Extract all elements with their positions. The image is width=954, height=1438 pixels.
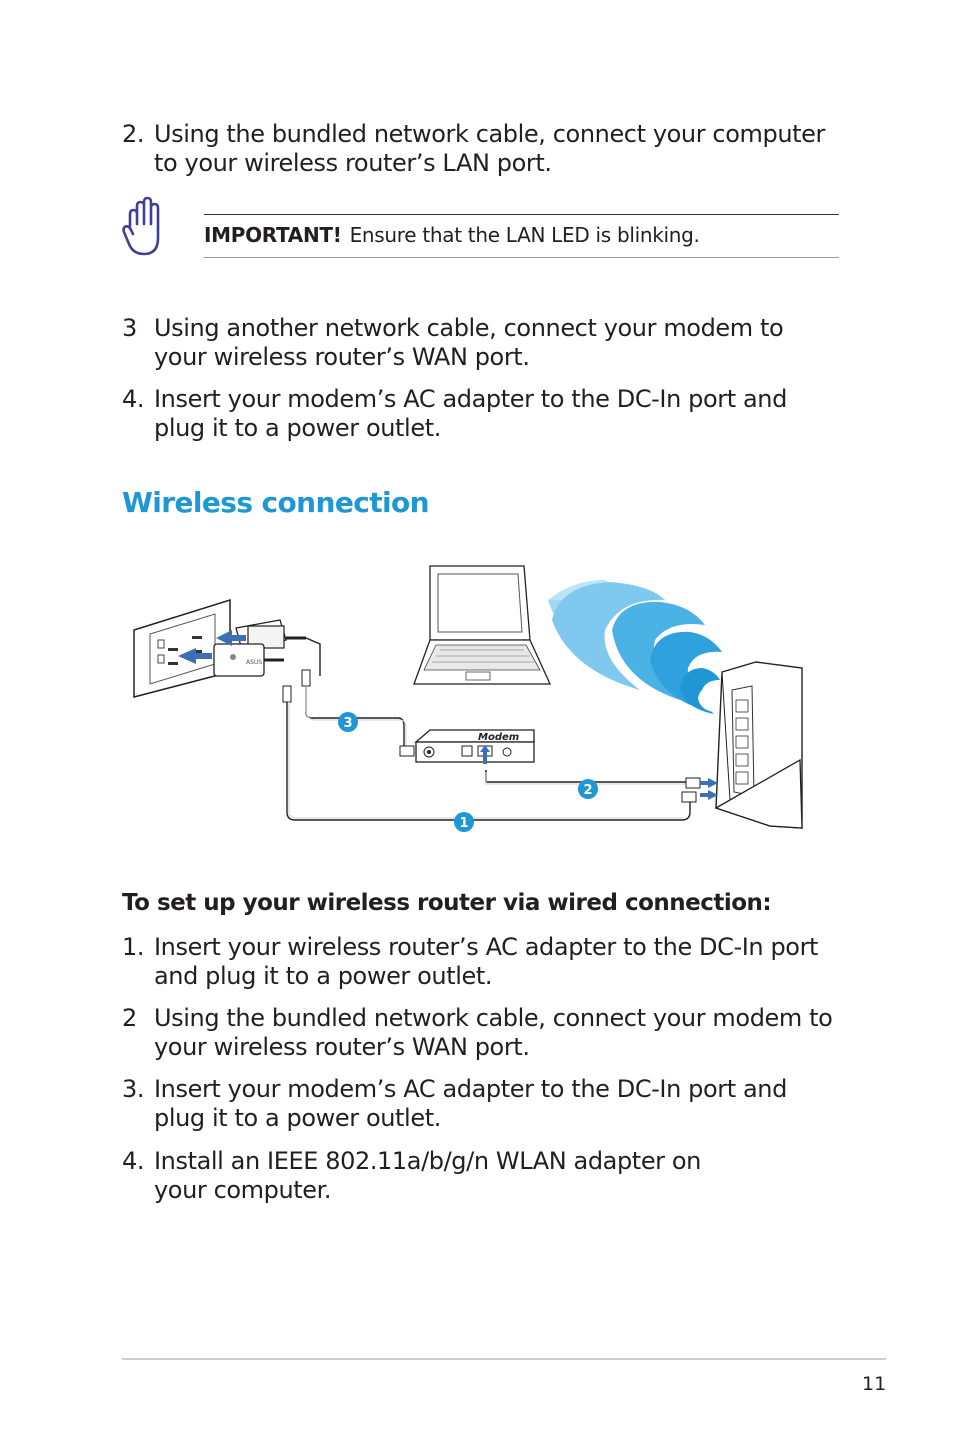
callout-1: 1 (459, 816, 468, 831)
step-item: 1. Insert your wireless router’s AC adap… (122, 933, 842, 991)
page-number: 11 (862, 1373, 887, 1395)
step-item: 4. Install an IEEE 802.11a/b/g/n WLAN ad… (122, 1147, 842, 1205)
procedure-title: To set up your wireless router via wired… (122, 890, 772, 916)
important-label: IMPORTANT! (204, 223, 342, 247)
step-number: 3 (122, 314, 137, 342)
step-item: 3 Using another network cable, connect y… (122, 314, 842, 372)
wireless-waves-icon (548, 579, 722, 714)
step-number: 2 (122, 1004, 137, 1032)
section-title: Wireless connection (122, 486, 430, 519)
important-note: IMPORTANT! Ensure that the LAN LED is bli… (204, 222, 700, 248)
step-text: Using the bundled network cable, connect… (154, 1004, 833, 1061)
step-item: 2 Using the bundled network cable, conne… (122, 1004, 842, 1062)
power-adapter-icon: ASUS (213, 619, 321, 677)
important-top-rule (204, 214, 839, 215)
svg-text:ASUS: ASUS (246, 659, 262, 666)
footer-rule (122, 1358, 886, 1360)
important-bottom-rule (204, 257, 839, 258)
step-number: 2. (122, 120, 145, 148)
connection-diagram: ASUS Modem (133, 565, 803, 832)
step-item: 2. Using the bundled network cable, conn… (122, 120, 842, 178)
callout-3: 3 (343, 716, 352, 731)
step-text: Install an IEEE 802.11a/b/g/n WLAN adapt… (154, 1147, 701, 1204)
step-number: 4. (122, 1147, 145, 1175)
router-icon (714, 661, 803, 829)
step-item: 4. Insert your modem’s AC adapter to the… (122, 385, 842, 443)
hand-stop-icon (122, 196, 160, 256)
wall-outlet-icon (133, 598, 231, 698)
step-text: Insert your wireless router’s AC adapter… (154, 933, 819, 990)
step-number: 4. (122, 385, 145, 413)
callout-2: 2 (583, 783, 592, 798)
step-item: 3. Insert your modem’s AC adapter to the… (122, 1075, 842, 1133)
modem-label: Modem (478, 732, 519, 743)
step-text: Insert your modem’s AC adapter to the DC… (154, 1075, 787, 1132)
laptop-icon (413, 565, 552, 685)
modem-icon: Modem (399, 729, 535, 763)
important-text: Ensure that the LAN LED is blinking. (349, 223, 700, 247)
step-text: Using the bundled network cable, connect… (154, 120, 825, 177)
step-text: Insert your modem’s AC adapter to the DC… (154, 385, 787, 442)
step-text: Using another network cable, connect you… (154, 314, 784, 371)
step-number: 3. (122, 1075, 145, 1103)
step-number: 1. (122, 933, 145, 961)
